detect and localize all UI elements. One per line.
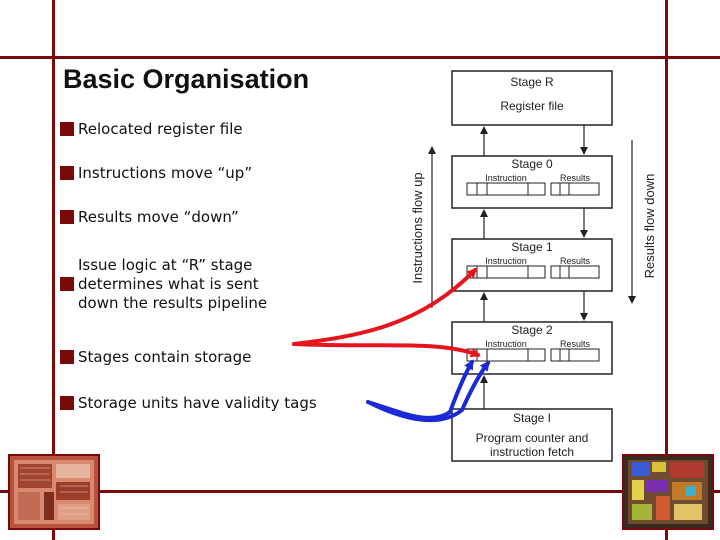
stage-r-box xyxy=(451,70,613,126)
bullet-text: Issue logic at “R” stage determines what… xyxy=(78,256,268,312)
bullet-item: Stages contain storage xyxy=(60,348,251,367)
frame-right-line xyxy=(665,0,668,540)
bullet-square-icon xyxy=(60,166,74,180)
chip-image-left xyxy=(8,454,100,530)
bullet-item: Storage units have validity tags xyxy=(60,394,317,413)
stage-1-title: Stage 1 xyxy=(511,240,553,254)
stage-2-results-label: Results xyxy=(560,339,591,349)
stage-0-results-label: Results xyxy=(560,173,591,183)
stage-2-title: Stage 2 xyxy=(511,323,553,337)
stage-0-box xyxy=(451,155,613,209)
stage-2-instruction-register xyxy=(466,348,546,362)
blue-callout-arrow-right xyxy=(366,360,490,423)
stage-2-results-register xyxy=(550,348,600,362)
stage-0-instruction-label: Instruction xyxy=(485,173,527,183)
chip-image-right xyxy=(622,454,714,530)
stage-i-line1: Program counter and xyxy=(476,431,589,445)
stage-0-results-register xyxy=(550,182,600,196)
stage-2-instruction-label: Instruction xyxy=(485,339,527,349)
blue-callout-arrow-left xyxy=(366,359,474,420)
bullet-text: Results move “down” xyxy=(78,208,239,226)
bullet-text: Instructions move “up” xyxy=(78,164,253,182)
stage-1-results-register xyxy=(550,265,600,279)
frame-top-line xyxy=(0,56,720,59)
red-callout-arrow-upper xyxy=(292,267,478,346)
frame-left-line xyxy=(52,0,55,540)
bullet-item: Relocated register file xyxy=(60,120,243,139)
results-flow-down-label: Results flow down xyxy=(642,174,657,279)
bullet-square-icon xyxy=(60,210,74,224)
frame-bottom-line xyxy=(0,490,720,493)
bullet-item: Results move “down” xyxy=(60,208,239,227)
bullet-text: Relocated register file xyxy=(78,120,243,138)
stage-1-box xyxy=(451,238,613,292)
stage-r-subtitle: Register file xyxy=(500,99,564,113)
stage-i-line2: instruction fetch xyxy=(490,445,574,459)
bullet-item: Issue logic at “R” stage determines what… xyxy=(60,256,267,313)
stage-0-instruction-register xyxy=(466,182,546,196)
bullet-square-icon xyxy=(60,350,74,364)
stage-r-title: Stage R xyxy=(510,75,554,89)
bullet-text: Storage units have validity tags xyxy=(78,394,317,412)
instructions-flow-up-label: Instructions flow up xyxy=(410,172,425,283)
stage-i-title: Stage I xyxy=(513,411,551,425)
bullet-square-icon xyxy=(60,277,74,291)
stage-0-title: Stage 0 xyxy=(511,157,553,171)
bullet-text: Stages contain storage xyxy=(78,348,252,366)
slide-title: Basic Organisation xyxy=(63,64,310,94)
bullet-item: Instructions move “up” xyxy=(60,164,252,183)
stage-i-box xyxy=(451,408,613,462)
bullet-square-icon xyxy=(60,396,74,410)
red-callout-arrow-lower xyxy=(292,342,481,358)
stage-1-results-label: Results xyxy=(560,256,591,266)
bullet-square-icon xyxy=(60,122,74,136)
stage-1-instruction-label: Instruction xyxy=(485,256,527,266)
